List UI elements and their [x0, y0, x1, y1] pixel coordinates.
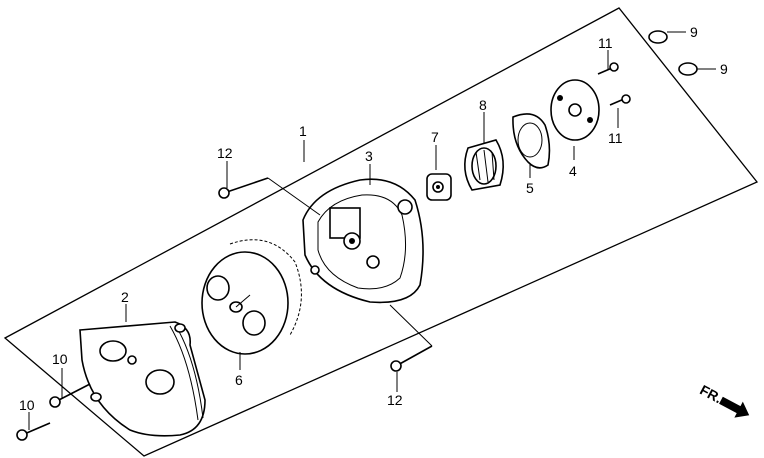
part-3-pump-body: [302, 178, 424, 304]
part-6-gear: [201, 239, 302, 355]
part-5-gasket: [512, 113, 551, 169]
part-11-screw-upper: [597, 62, 619, 75]
callout-9-lower: 9: [720, 61, 728, 77]
part-12-bolt-upper: [218, 177, 269, 199]
callout-1: 1: [299, 123, 307, 139]
part-7-inner-rotor: [426, 173, 452, 201]
front-direction-marker: FR.: [697, 381, 750, 418]
front-direction-arrow-icon: [719, 396, 750, 418]
callout-2: 2: [121, 289, 129, 305]
part-8-outer-rotor: [464, 139, 504, 191]
callout-7: 7: [431, 129, 439, 145]
callout-3: 3: [365, 148, 373, 164]
callout-8: 8: [479, 97, 487, 113]
assembly-boundary: [3, 7, 759, 457]
part-12-bolt-lower: [390, 345, 433, 372]
callout-11-upper: 11: [598, 35, 613, 51]
callout-10-lower: 10: [19, 397, 35, 413]
part-11-screw-lower: [609, 94, 631, 106]
callout-5: 5: [526, 180, 534, 196]
callout-4: 4: [569, 163, 577, 179]
part-10-bolt-lower: [16, 422, 51, 441]
callout-9-upper: 9: [690, 24, 698, 40]
part-2-cover: [79, 321, 206, 437]
callout-10-upper: 10: [52, 351, 68, 367]
part-9-o-ring-upper: [648, 30, 668, 44]
callout-6: 6: [235, 372, 243, 388]
callout-11-lower: 11: [608, 130, 623, 146]
part-10-bolt-upper: [49, 383, 91, 408]
part-4-plate: [550, 79, 600, 141]
callout-12-lower: 12: [387, 392, 403, 408]
part-9-o-ring-lower: [678, 62, 698, 76]
callout-12-upper: 12: [217, 145, 233, 161]
